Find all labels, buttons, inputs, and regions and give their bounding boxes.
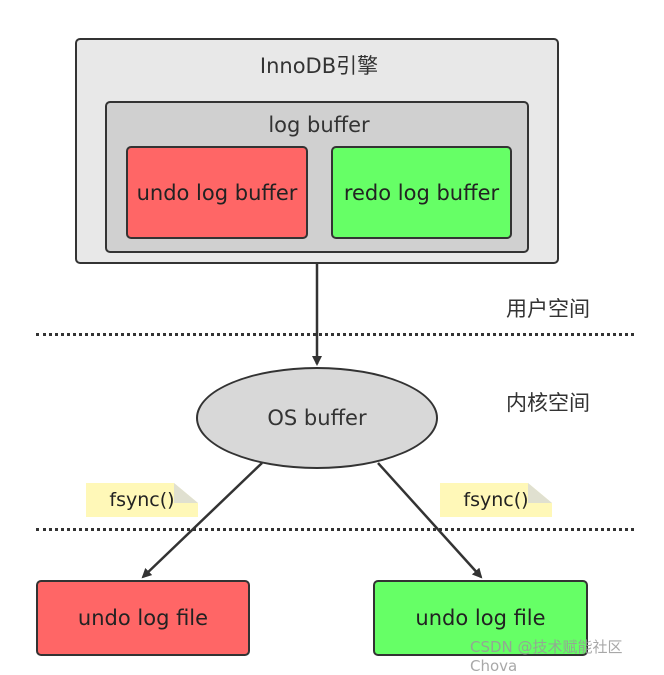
arrow-os-buffer-to-right-file <box>377 462 483 579</box>
kernel-disk-divider <box>36 528 634 531</box>
undo-log-buffer-box: undo log buffer <box>126 146 308 239</box>
log-buffer-title: log buffer <box>268 113 370 137</box>
os-buffer-ellipse: OS buffer <box>196 367 438 469</box>
innodb-engine-title: InnoDB引擎 <box>259 54 379 78</box>
user-space-label: 用户空间 <box>506 297 590 321</box>
watermark: CSDN @技术赋能社区Chova <box>470 638 623 675</box>
undo-log-file-right: undo log file <box>373 580 588 656</box>
user-kernel-divider <box>36 333 634 336</box>
undo-log-file-left: undo log file <box>36 580 250 656</box>
arrow-os-buffer-to-left-file <box>141 462 263 579</box>
redo-log-buffer-box: redo log buffer <box>331 146 512 239</box>
kernel-space-label: 内核空间 <box>506 391 590 415</box>
